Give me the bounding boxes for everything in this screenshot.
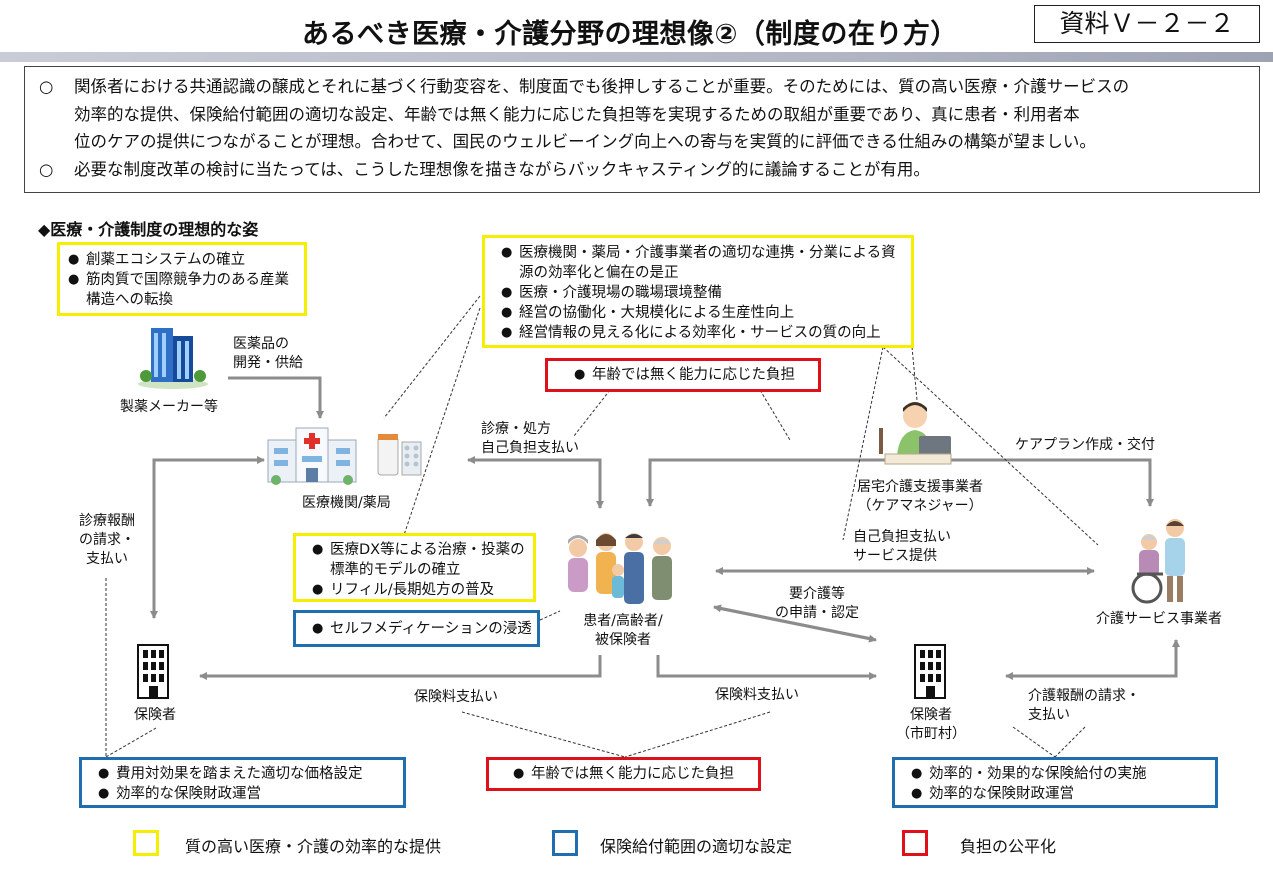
policy-item: 筋肉質で国際競争力のある産業構造への転換 (66, 270, 300, 310)
patients-family-icon (568, 533, 672, 604)
self-medication-box: セルフメディケーションの浸透 (293, 610, 540, 647)
insurer-left-label: 保険者 (134, 707, 176, 723)
flow-label-line: 診療報酬 (79, 513, 135, 529)
medicine-icon (377, 434, 422, 476)
dx-policy-box: 医療DX等による治療・投薬の標準的モデルの確立 リフィル/長期処方の普及 (293, 533, 536, 602)
policy-item: 費用対効果を踏まえた適切な価格設定 (96, 764, 399, 784)
title-underline-bar (0, 52, 1273, 62)
pharma-policy-box: 創薬エコシステムの確立 筋肉質で国際競争力のある産業構造への転換 (57, 242, 307, 316)
policy-item: 年齢では無く能力に応じた負担 (572, 365, 818, 385)
legend-fairness-label: 負担の公平化 (960, 837, 1057, 856)
provider-policy-box: 医療機関・薬局・介護事業者の適切な連携・分業による資源の効率化と偏在の是正 医療… (482, 235, 914, 348)
flow-label-line: サービス提供 (853, 548, 937, 564)
premium-right-label: 保険料支払い (715, 687, 799, 703)
policy-item: 医療・介護現場の職場環境整備 (499, 283, 903, 303)
premium-left-label: 保険料支払い (414, 689, 498, 705)
insurer-right-policy-box: 効率的・効果的な保険給付の実施 効率的な保険財政運営 (892, 757, 1218, 808)
care-provider-label: 介護サービス事業者 (1096, 611, 1222, 627)
arrow-drug-supply (228, 376, 324, 419)
summary-line: 位のケアの提供につながることが理想。合わせて、国民のウェルビーイング向上への寄与… (74, 132, 1096, 151)
care-manager-label-line: 居宅介護支援事業者 (857, 479, 983, 495)
policy-item: 医療機関・薬局・介護事業者の適切な連携・分業による資源の効率化と偏在の是正 (499, 243, 903, 283)
summary-line: 必要な制度改革の検討に当たっては、こうした理想像を描きながらバックキャスティング… (74, 159, 930, 179)
pharma-label: 製薬メーカー等 (120, 399, 218, 415)
flow-label-line: 介護報酬の請求・ (1028, 688, 1140, 704)
insurer-right-label-line: 保険者 (910, 707, 952, 723)
caregiver-wheelchair-icon (1131, 519, 1185, 604)
insurer-left-policy-box: 費用対効果を踏まえた適切な価格設定 効率的な保険財政運営 (79, 757, 406, 808)
flow-label-line: の請求・ (79, 532, 135, 548)
policy-item: 効率的・効果的な保険給付の実施 (909, 764, 1211, 784)
flow-label-line: 開発・供給 (233, 355, 303, 371)
flow-label-line: の申請・認定 (775, 605, 859, 621)
policy-item: リフィル/長期処方の普及 (310, 580, 529, 600)
pharma-building-icon (138, 328, 208, 389)
flow-label-line: 自己負担支払い (853, 529, 951, 545)
policy-item: 経営情報の見える化による効率化・サービスの質の向上 (499, 323, 903, 343)
summary-paragraph-2: ○ 必要な制度改革の検討に当たっては、こうした理想像を描きながらバックキャスティ… (25, 156, 1249, 184)
hospital-icon (267, 427, 357, 485)
flow-label-line: 診療・処方 (481, 421, 551, 437)
legend-coverage-label: 保険給付範囲の適切な設定 (600, 837, 793, 856)
policy-item: 医療DX等による治療・投薬の標準的モデルの確立 (310, 540, 529, 580)
burden-bottom-box: 年齢では無く能力に応じた負担 (486, 757, 761, 791)
patients-label: 患者/高齢者/ 被保険者 (573, 612, 673, 650)
page-title: あるべき医療・介護分野の理想像②（制度の在り方） (302, 19, 958, 50)
document-id-label: 資料Ｖ－２－２ (1034, 5, 1260, 43)
section-title: ◆医療・介護制度の理想的な姿 (38, 220, 259, 239)
care-manager-label-line: （ケアマネジャー） (857, 498, 983, 514)
arrow-treatment (468, 458, 604, 509)
treatment-label: 診療・処方 自己負担支払い (481, 420, 579, 458)
flow-label-line: 支払い (1028, 707, 1070, 723)
burden-top-box: 年齢では無く能力に応じた負担 (545, 358, 821, 392)
care-claims-label: 介護報酬の請求・ 支払い (1028, 687, 1140, 725)
certification-label: 要介護等 の申請・認定 (771, 585, 863, 623)
drug-supply-label: 医薬品の 開発・供給 (233, 335, 303, 373)
arrow-premium-left (199, 655, 602, 680)
legend-quality-label: 質の高い医療・介護の効率的な提供 (185, 837, 442, 856)
summary-line: 効率的な提供、保険給付範囲の適切な設定、年齢では無く能力に応じた負担等を実現する… (74, 104, 1080, 124)
summary-box: ○ 関係者における共通認識の醸成とそれに基づく行動変容を、制度面でも後押しするこ… (24, 66, 1260, 193)
patients-label-line: 被保険者 (595, 632, 651, 648)
policy-item: 創薬エコシステムの確立 (66, 250, 300, 270)
care-manager-icon (879, 402, 952, 465)
arrow-premium-right (656, 655, 877, 680)
arrow-medical-claims (152, 456, 265, 618)
summary-paragraph-1: ○ 関係者における共通認識の醸成とそれに基づく行動変容を、制度面でも後押しするこ… (25, 73, 1249, 156)
circle-bullet-icon: ○ (39, 77, 54, 96)
selfpay-service-label: 自己負担支払い サービス提供 (853, 528, 951, 566)
arrow-certification-back (713, 604, 873, 641)
policy-item: セルフメディケーションの浸透 (310, 619, 533, 639)
municipal-insurer-building-icon (914, 644, 946, 699)
care-manager-label: 居宅介護支援事業者 （ケアマネジャー） (845, 478, 995, 516)
policy-item: 年齢では無く能力に応じた負担 (511, 764, 758, 784)
policy-item: 効率的な保険財政運営 (909, 784, 1211, 804)
legend-blue-swatch (552, 830, 578, 856)
summary-line: 関係者における共通認識の醸成とそれに基づく行動変容を、制度面でも後押しすることが… (74, 77, 1130, 96)
hospital-label: 医療機関/薬局 (302, 495, 391, 511)
flow-label-line: 要介護等 (789, 586, 845, 602)
insurer-right-label: 保険者 （市町村） (896, 706, 966, 744)
policy-item: 効率的な保険財政運営 (96, 784, 399, 804)
patients-label-line: 患者/高齢者/ (583, 613, 663, 629)
flow-label-line: 支払い (86, 551, 128, 567)
insurer-right-label-line: （市町村） (896, 726, 966, 742)
flow-label-line: 自己負担支払い (481, 440, 579, 456)
circle-bullet-icon: ○ (39, 159, 54, 179)
insurer-building-icon (137, 644, 169, 699)
legend-yellow-swatch (133, 830, 159, 856)
arrow-care-claims (1006, 639, 1180, 678)
flow-label-line: 医薬品の (233, 336, 289, 352)
policy-item: 経営の協働化・大規模化による生産性向上 (499, 303, 903, 323)
careplan-label: ケアプラン作成・交付 (1015, 437, 1155, 453)
medical-claims-label: 診療報酬 の請求・ 支払い (72, 512, 142, 569)
legend-red-swatch (902, 830, 928, 856)
